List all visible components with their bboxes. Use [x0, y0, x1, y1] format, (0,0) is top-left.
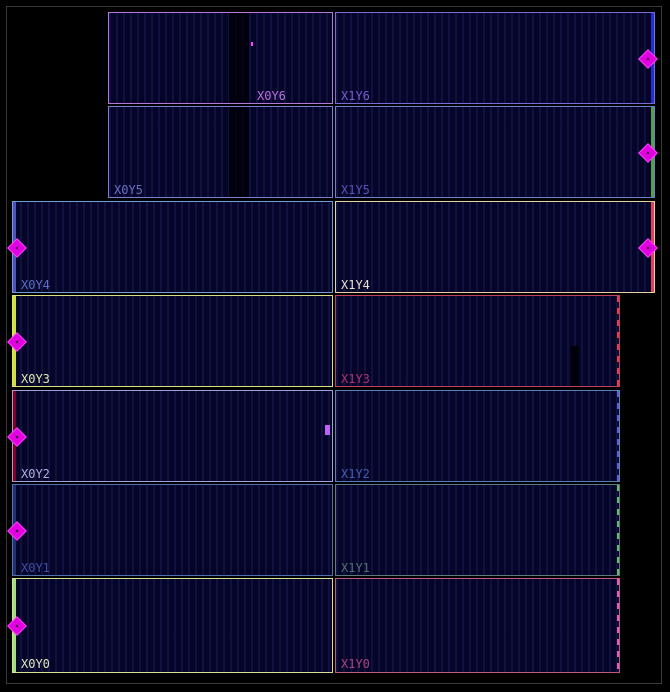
region-x0y5[interactable]: X0Y5 [108, 106, 333, 198]
region-x1y5[interactable]: X1Y5 [335, 106, 655, 198]
dark-column [571, 346, 579, 386]
region-label: X0Y4 [21, 278, 50, 292]
region-label: X1Y3 [341, 372, 370, 386]
region-x1y1[interactable]: X1Y1 [335, 484, 620, 576]
region-label: X0Y3 [21, 372, 50, 386]
dark-column [229, 13, 249, 103]
region-label: X1Y2 [341, 467, 370, 481]
dark-column [229, 107, 249, 197]
region-label: X0Y2 [21, 467, 50, 481]
region-x1y2[interactable]: X1Y2 [335, 390, 620, 482]
region-label: X1Y0 [341, 657, 370, 671]
region-x0y6[interactable]: X0Y6 [108, 12, 333, 104]
region-label: X0Y1 [21, 561, 50, 575]
clock-route [617, 485, 619, 575]
region-label: X1Y6 [341, 89, 370, 103]
region-label: X0Y5 [114, 183, 143, 197]
cell-marker [325, 425, 330, 435]
region-x1y6[interactable]: X1Y6 [335, 12, 655, 104]
region-x1y3[interactable]: X1Y3 [335, 295, 620, 387]
region-label: X1Y5 [341, 183, 370, 197]
device-outline [6, 6, 662, 684]
region-x0y0[interactable]: X0Y0 [12, 578, 333, 673]
region-x1y4[interactable]: X1Y4 [335, 201, 655, 293]
region-x0y2[interactable]: X0Y2 [12, 390, 333, 482]
region-label: X0Y6 [257, 89, 286, 103]
region-x1y0[interactable]: X1Y0 [335, 578, 620, 673]
region-label: X1Y1 [341, 561, 370, 575]
clock-route [617, 579, 619, 672]
clock-route [617, 391, 619, 481]
region-x0y3[interactable]: X0Y3 [12, 295, 333, 387]
region-x0y1[interactable]: X0Y1 [12, 484, 333, 576]
cell-marker [251, 42, 253, 46]
clock-route [617, 296, 619, 386]
region-x0y4[interactable]: X0Y4 [12, 201, 333, 293]
region-label: X1Y4 [341, 278, 370, 292]
region-label: X0Y0 [21, 657, 50, 671]
